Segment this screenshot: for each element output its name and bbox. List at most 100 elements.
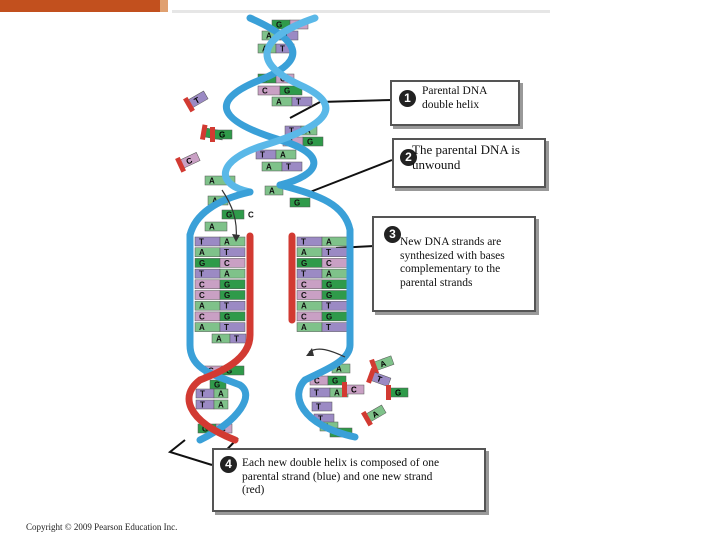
right-ladder-base-8-b: T (321, 322, 348, 332)
free-nucleotide-3: C (175, 152, 201, 173)
base-letter: T (199, 270, 204, 279)
parental-left-strand (186, 231, 250, 444)
base-letter: T (326, 248, 331, 257)
header-accent-bar-light (160, 0, 168, 12)
top-helix-base-9-b: T (281, 161, 303, 172)
fork-base-3-a: A (204, 221, 228, 232)
left-bottom-base-0-b: T (229, 333, 247, 344)
top-helix-base-4-a: C (257, 85, 281, 96)
right-ladder-base-5-b: G (321, 290, 348, 300)
left-ladder-base-3-b: A (219, 268, 246, 279)
base-letter: T (326, 323, 331, 332)
right-bottom-base-1-b: G (327, 375, 347, 386)
base-letter: C (351, 386, 357, 395)
free-nucleotide-7: C (342, 382, 365, 397)
base-letter: T (224, 323, 229, 332)
base-letter: T (280, 45, 285, 54)
step-1-text: Parental DNA double helix (422, 85, 487, 111)
left-bottom-base-4-a: T (195, 399, 215, 410)
base-letter: A (326, 238, 332, 247)
base-letter: T (200, 390, 205, 399)
left-ladder-base-5-a: C (194, 290, 221, 300)
base-letter: T (224, 302, 229, 311)
base-letter: G (199, 259, 205, 268)
left-bottom-base-0-a: A (211, 333, 231, 344)
step-4-callout: 4 Each new double helix is composed of o… (212, 448, 486, 512)
base-letter: C (326, 259, 332, 268)
base-letter: G (214, 381, 220, 390)
left-ladder-base-7-a: C (194, 311, 221, 321)
parental-right-strand (295, 226, 359, 441)
copyright-notice: Copyright © 2009 Pearson Education Inc. (26, 522, 178, 532)
fork-base-0-a: A (264, 185, 284, 196)
base-letter: A (216, 335, 222, 344)
left-ladder-base-7-b: G (219, 311, 246, 321)
right-ladder-base-7-b: G (321, 311, 348, 321)
top-helix-base-8-a: T (255, 149, 277, 160)
base-letter: A (266, 32, 272, 41)
base-letter: C (301, 312, 307, 321)
base-letter: T (200, 401, 205, 410)
base-letter: T (286, 163, 291, 172)
step-1-number: 1 (399, 90, 416, 107)
header-rule (172, 10, 550, 13)
base-letter: C (199, 291, 205, 300)
left-ladder-base-4-a: C (194, 279, 221, 289)
base-letter: T (326, 302, 331, 311)
base-letter: A (266, 163, 272, 172)
left-ladder-base-1-a: A (194, 247, 221, 257)
base-letter: A (336, 365, 342, 374)
right-ladder-base-6-a: A (296, 300, 323, 311)
base-letter: A (269, 187, 275, 196)
base-letter: T (260, 151, 265, 160)
top-helix-base-8-b: A (275, 149, 297, 160)
step-3-callout: 3 New DNA strands are synthesized with b… (372, 216, 536, 312)
base-letter: G (202, 425, 208, 434)
right-ladder-base-2-a: G (296, 258, 323, 268)
step-2-number: 2 (400, 149, 417, 166)
right-ladder-base-0-a: T (296, 236, 323, 247)
base-letter: T (316, 403, 321, 412)
top-helix-base-5-a: A (271, 96, 293, 107)
base-letter: T (234, 335, 239, 344)
step-4-text: Each new double helix is composed of one… (242, 457, 440, 496)
right-ladder-base-4-b: G (321, 279, 348, 289)
base-letter: G (226, 367, 232, 376)
base-letter: C (301, 280, 307, 289)
base-letter: G (301, 259, 307, 268)
new-left-strand (185, 232, 254, 444)
left-ladder-base-6-b: T (219, 300, 246, 311)
left-ladder-base-8-a: A (194, 322, 221, 332)
free-nucleotide-8: A (361, 404, 387, 427)
parental-strand-top-2 (221, 14, 330, 196)
base-letter: C (199, 280, 205, 289)
base-letter: A (334, 389, 340, 398)
base-letter: A (218, 401, 224, 410)
left-bottom-base-4-b: A (213, 399, 229, 410)
base-letter: T (301, 270, 306, 279)
left-ladder-base-2-b: C (219, 258, 246, 268)
right-bottom-base-3-a: T (311, 401, 333, 412)
base-letter: A (301, 323, 307, 332)
base-letter: A (276, 98, 282, 107)
step-4-number: 4 (220, 456, 237, 473)
free-nucleotide-6: G (386, 385, 409, 400)
right-ladder-base-4-a: C (296, 279, 323, 289)
base-letter: G (326, 280, 332, 289)
right-ladder-base-5-a: C (296, 290, 323, 300)
parental-right-fork (276, 181, 354, 234)
base-letter: G (307, 138, 313, 147)
parental-strand-top-1 (223, 14, 318, 189)
leader-line-2 (309, 159, 393, 193)
base-letter: T (375, 374, 383, 384)
base-letter: A (224, 270, 230, 279)
top-helix-base-10-a: A (204, 175, 236, 186)
left-ladder-base-8-b: T (219, 322, 246, 332)
base-letter: A (209, 177, 215, 186)
right-ladder-base-7-a: C (296, 311, 323, 321)
left-ladder-base-0-b: A (219, 236, 246, 247)
free-nucleotide-5: T (366, 367, 392, 387)
step-2-callout: 2 The parental DNA is unwound (392, 138, 546, 188)
arrow-nucleotide-2 (308, 348, 346, 358)
left-bottom-base-3-a: T (195, 388, 215, 399)
